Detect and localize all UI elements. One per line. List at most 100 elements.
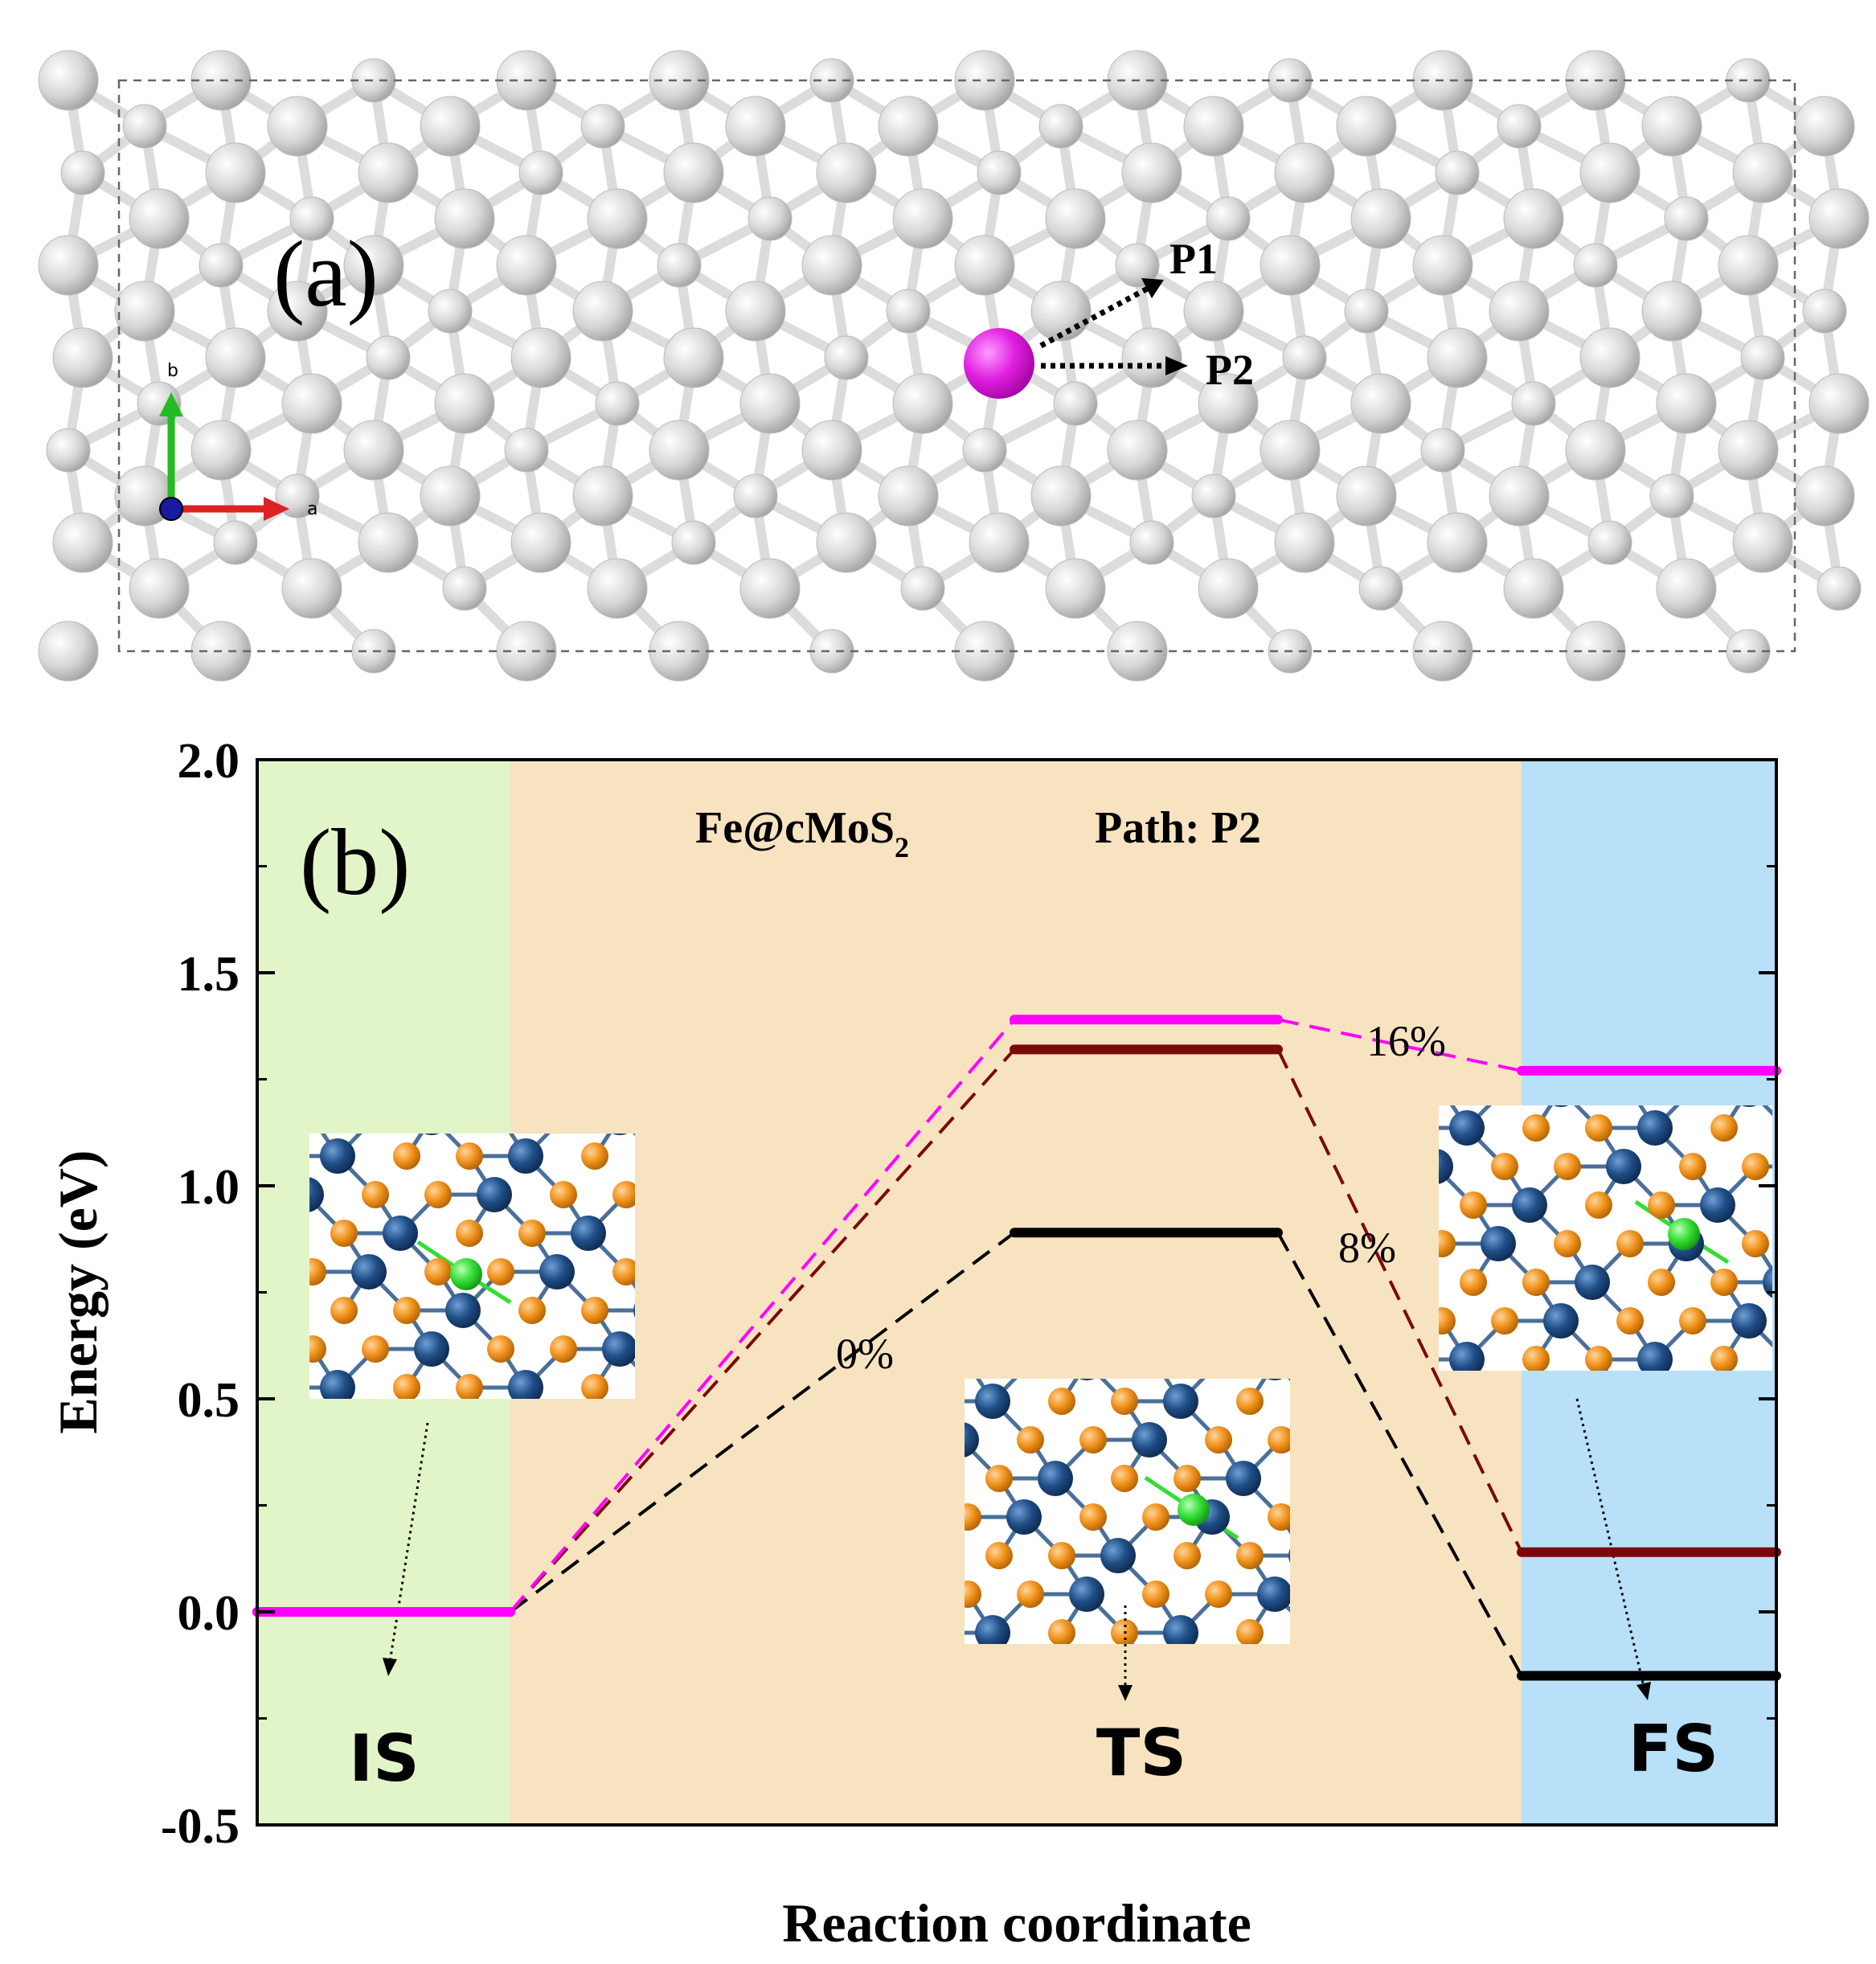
mo-atom (1069, 1577, 1104, 1612)
lattice-atom (1129, 520, 1174, 565)
axis-b-arrowhead (159, 392, 183, 416)
mo-atom (1132, 1422, 1167, 1458)
s-atom (1236, 1542, 1264, 1569)
lattice-atom (580, 104, 625, 149)
lattice-atom (587, 558, 648, 619)
lattice-atom (190, 420, 252, 481)
inset-structure-fs (1439, 1076, 1876, 1371)
lattice-atom (213, 520, 258, 565)
lattice-atom (1503, 188, 1564, 249)
axis-triad: b a (159, 361, 317, 521)
lattice-atom (1115, 243, 1160, 288)
lattice-atom (878, 96, 939, 157)
axis-c-dot (159, 497, 183, 521)
lattice-atom (343, 235, 404, 296)
lattice-atom (1274, 142, 1335, 203)
lattice-atom (1420, 428, 1465, 473)
s-atom (965, 1581, 981, 1608)
inset-bond (1843, 1128, 1876, 1167)
lattice-atom (1260, 235, 1321, 296)
mo-atom (1553, 1105, 1569, 1107)
lattice-atom (1183, 96, 1244, 157)
panel-a-structure: (a) b a P1 P2 (38, 32, 1870, 699)
lattice-atom (1350, 188, 1411, 249)
s-atom (393, 1297, 420, 1324)
fe-adatom (964, 328, 1034, 399)
s-atom (1111, 1388, 1138, 1415)
lattice-atom (1045, 558, 1106, 619)
lattice-atom (1183, 281, 1244, 342)
s-atom (518, 1220, 546, 1247)
y-tick-label: 2.0 (178, 734, 240, 789)
lattice-atom (1030, 281, 1092, 342)
connector-is-ts (509, 1231, 1016, 1613)
lattice-atom (1198, 373, 1259, 434)
mo-atom (633, 1302, 635, 1318)
fe-atom (1178, 1494, 1210, 1526)
panel-a-label: (a) (273, 221, 379, 326)
s-atom (1585, 1346, 1612, 1371)
lattice-atom (1206, 196, 1251, 241)
lattice-atom (38, 621, 99, 682)
fe-atom (1668, 1218, 1700, 1250)
mo-atom (1637, 1110, 1673, 1146)
inset-bond (1818, 1089, 1843, 1128)
s-atom (581, 1142, 608, 1170)
mo-atom (1637, 1342, 1673, 1371)
lattice-atom (954, 235, 1015, 296)
lattice-atom (275, 474, 320, 519)
diffusion-paths: P1 P2 (1039, 235, 1254, 394)
lattice-atom (1641, 96, 1702, 157)
y-tick-label: 0.5 (178, 1373, 240, 1428)
lattice-atom (46, 428, 91, 473)
lattice-atom (1435, 150, 1480, 195)
s-atom (1491, 1153, 1518, 1180)
lattice-atom (60, 150, 105, 195)
lattice-atom (1656, 373, 1717, 434)
lattice-atom (267, 281, 328, 342)
mo-atom (1439, 1149, 1453, 1184)
s-atom (1554, 1230, 1581, 1257)
s-atom (362, 1181, 389, 1208)
inset-bond (1787, 1128, 1812, 1167)
lattice-atom (1808, 188, 1870, 249)
mo-atom (508, 1370, 543, 1399)
mo-atom (1575, 1265, 1610, 1300)
lattice-atom (816, 512, 877, 573)
s-atom (393, 1374, 420, 1399)
mo-atom (1163, 1615, 1198, 1644)
lattice-atom (1732, 142, 1793, 203)
s-atom (1268, 1426, 1290, 1454)
lattice-atom (1107, 621, 1168, 682)
system-label-sub: 2 (895, 831, 909, 863)
lattice-atom (1718, 235, 1779, 296)
s-atom (309, 1335, 326, 1363)
lattice-atom (267, 96, 328, 157)
y-tick-label: -0.5 (161, 1799, 240, 1854)
mo-atom (1163, 1384, 1198, 1419)
s-atom (1867, 1307, 1876, 1335)
lattice-atom (38, 235, 99, 296)
s-atom (1867, 1076, 1876, 1103)
lattice-atom (1573, 243, 1618, 288)
lattice-atom (434, 373, 495, 434)
s-atom (1174, 1465, 1201, 1492)
s-atom (1585, 1114, 1612, 1142)
inset-bond (1818, 1321, 1843, 1359)
lattice-atom (725, 281, 786, 342)
lattice-atom (52, 327, 113, 388)
lattice-atom (739, 373, 801, 434)
mo-atom (508, 1138, 543, 1174)
y-tick-label: 0.0 (178, 1586, 240, 1641)
mo-atom (1079, 1379, 1095, 1380)
lattice-atom (969, 512, 1030, 573)
lattice-atom (504, 428, 549, 473)
mo-atom (1267, 1379, 1283, 1380)
connector-is-ts (509, 1019, 1016, 1613)
lattice-atom (1664, 196, 1709, 241)
s-atom (1522, 1346, 1550, 1371)
lattice-atom (1649, 474, 1694, 519)
s-atom (550, 1335, 577, 1363)
s-atom (1142, 1581, 1169, 1608)
lattice-atom (657, 243, 702, 288)
